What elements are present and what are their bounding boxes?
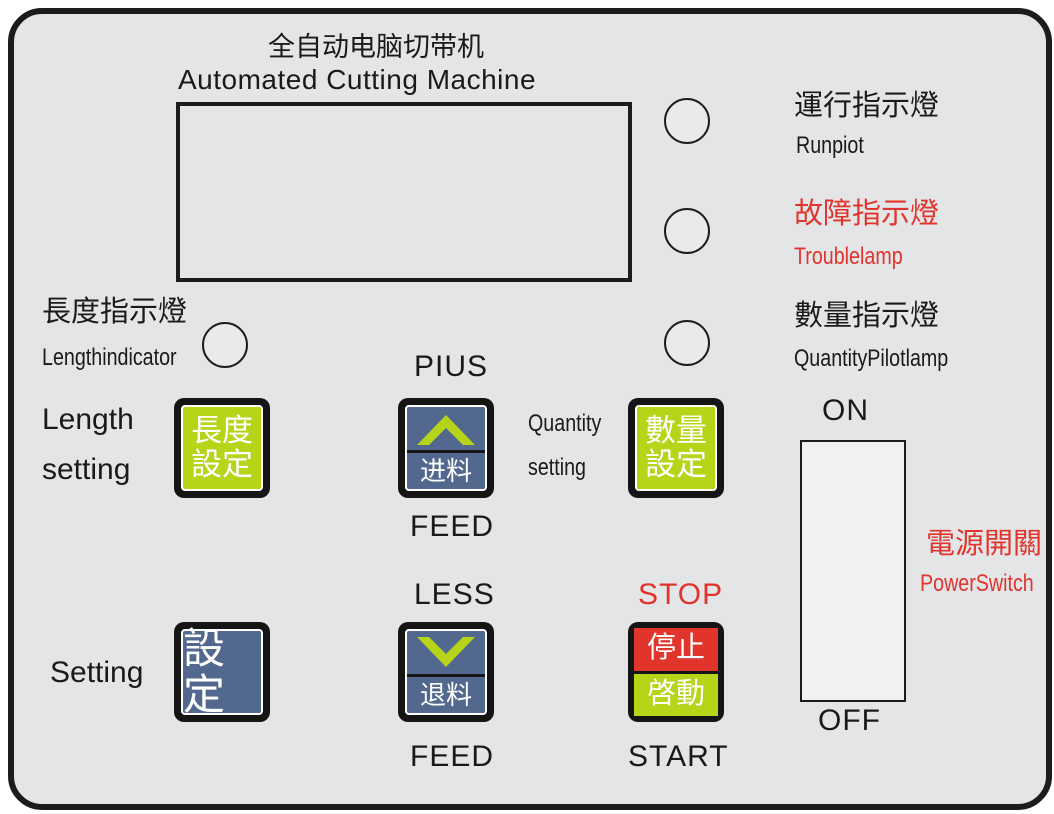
power-on-label: ON bbox=[822, 394, 869, 427]
length-setting-label-line1: Length bbox=[42, 403, 134, 436]
quantity-setting-key-line1: 數量 bbox=[645, 412, 707, 448]
power-switch-label-cn: 電源開關 bbox=[926, 528, 1043, 560]
less-feed-key-label: 退料 bbox=[407, 674, 485, 713]
start-key-label: 啓動 bbox=[634, 673, 718, 716]
run-indicator-lamp bbox=[664, 98, 710, 144]
quantity-setting-button[interactable]: 數量 設定 bbox=[628, 398, 724, 498]
quantity-setting-label-line2: setting bbox=[528, 454, 586, 481]
run-indicator-label-cn: 運行指示燈 bbox=[794, 90, 940, 122]
plus-feed-top-label: PIUS bbox=[414, 350, 489, 383]
less-feed-button[interactable]: 退料 bbox=[398, 622, 494, 722]
quantity-setting-label-line1: Quantity bbox=[528, 410, 602, 437]
stop-start-button[interactable]: 停止 啓動 bbox=[628, 622, 724, 722]
trouble-indicator-label-en: Troublelamp bbox=[794, 243, 903, 270]
power-switch[interactable] bbox=[800, 440, 906, 702]
title-chinese: 全自动电脑切带机 bbox=[268, 32, 484, 62]
less-feed-top-label: LESS bbox=[414, 578, 495, 611]
length-indicator-lamp bbox=[202, 322, 248, 368]
length-indicator-label-cn: 長度指示燈 bbox=[42, 296, 188, 328]
power-off-label: OFF bbox=[818, 704, 881, 737]
less-feed-bottom-label: FEED bbox=[410, 740, 495, 773]
length-setting-label-line2: setting bbox=[42, 453, 131, 486]
trouble-indicator-lamp bbox=[664, 208, 710, 254]
length-setting-key-line2: 設定 bbox=[191, 447, 253, 482]
setting-key-label: 設定 bbox=[183, 624, 226, 718]
plus-feed-key-label: 进料 bbox=[407, 450, 485, 489]
run-indicator-label-en: Runpiot bbox=[796, 132, 864, 159]
lcd-display bbox=[176, 102, 632, 282]
length-indicator-label-en: Lengthindicator bbox=[42, 344, 177, 371]
start-label: START bbox=[628, 740, 729, 773]
setting-button[interactable]: 設定 bbox=[174, 622, 270, 722]
length-setting-key-line1: 長度 bbox=[191, 412, 253, 448]
chevron-up-icon bbox=[407, 407, 485, 450]
plus-feed-bottom-label: FEED bbox=[410, 510, 495, 543]
length-setting-button[interactable]: 長度 設定 bbox=[174, 398, 270, 498]
setting-label: Setting bbox=[50, 656, 144, 689]
stop-label: STOP bbox=[638, 578, 724, 611]
stop-key-label: 停止 bbox=[634, 628, 718, 674]
chevron-down-icon bbox=[407, 631, 485, 674]
quantity-indicator-lamp bbox=[664, 320, 710, 366]
power-switch-label-en: PowerSwitch bbox=[920, 570, 1034, 597]
trouble-indicator-label-cn: 故障指示燈 bbox=[794, 198, 940, 230]
quantity-indicator-label-cn: 數量指示燈 bbox=[794, 300, 940, 332]
title-english: Automated Cutting Machine bbox=[178, 64, 537, 95]
plus-feed-button[interactable]: 进料 bbox=[398, 398, 494, 498]
quantity-indicator-label-en: QuantityPilotlamp bbox=[794, 345, 949, 372]
quantity-setting-key-line2: 設定 bbox=[645, 447, 707, 482]
